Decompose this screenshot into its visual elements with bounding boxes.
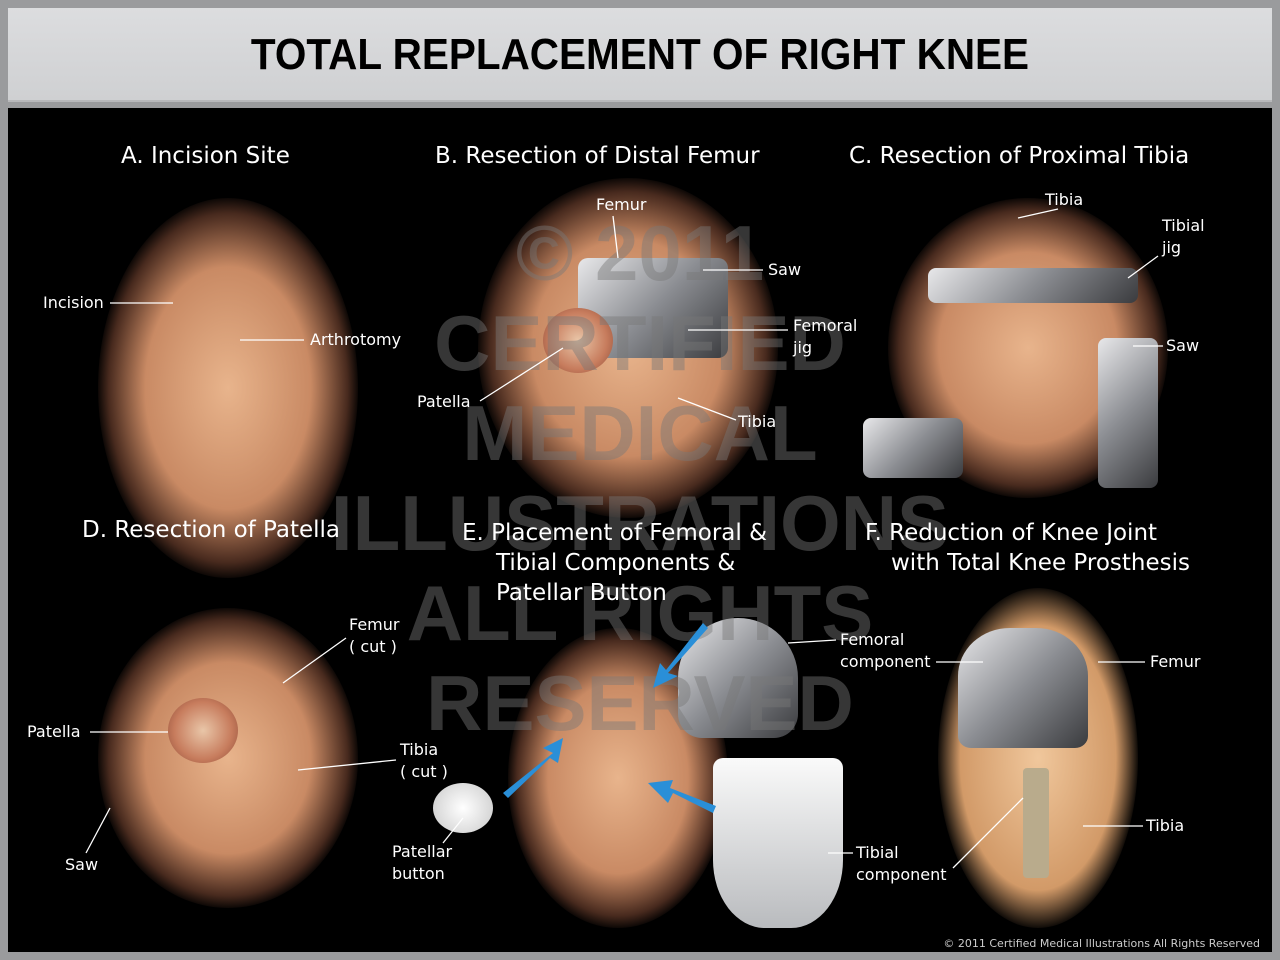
label-femoral-jig: Femoral jig: [793, 315, 857, 359]
label-line: Tibial: [1162, 216, 1205, 235]
prosthesis-femoral-illustration: [958, 628, 1088, 748]
label-femur: Femur: [1150, 652, 1201, 671]
label-saw: Saw: [65, 855, 99, 874]
panel-d-title: D. Resection of Patella: [82, 517, 341, 543]
panel-f-title-line: F. Reduction of Knee Joint: [865, 520, 1158, 546]
label-patella: Patella: [27, 722, 81, 741]
label-line: Femoral: [793, 316, 858, 335]
label-line: Femur: [349, 615, 400, 634]
label-saw: Saw: [1166, 336, 1200, 355]
panel-e-title-line: Patellar Button: [496, 580, 667, 606]
label-femur: Femur: [596, 195, 647, 214]
panel-c-title: C. Resection of Proximal Tibia: [849, 143, 1190, 169]
label-line: Patellar: [392, 842, 453, 861]
panel-b-title: B. Resection of Distal Femur: [435, 143, 760, 169]
label-tibia-cut: Tibia ( cut ): [400, 739, 448, 783]
label-incision: Incision: [43, 293, 104, 312]
placement-arrows: [503, 623, 716, 813]
label-line: Femoral: [840, 630, 905, 649]
label-patella: Patella: [417, 392, 471, 411]
label-tibia: Tibia: [1045, 190, 1084, 209]
illustration-board: © 2011 CERTIFIED MEDICAL ILLUSTRATIONS A…: [8, 108, 1272, 952]
label-line: ( cut ): [349, 637, 397, 656]
label-line: component: [840, 652, 931, 671]
header-banner: TOTAL REPLACEMENT OF RIGHT KNEE: [8, 8, 1272, 102]
copyright-notice: © 2011 Certified Medical Illustrations A…: [943, 937, 1260, 950]
patella-cut-illustration: [168, 698, 238, 763]
label-saw: Saw: [768, 260, 802, 279]
jig-stand-illustration: [863, 418, 963, 478]
panel-e-title-line: E. Placement of Femoral &: [462, 520, 768, 546]
label-tibia: Tibia: [1146, 816, 1185, 835]
label-femur-cut: Femur ( cut ): [349, 614, 399, 658]
label-line: component: [856, 865, 947, 884]
label-tibial-component: Tibial component: [856, 842, 947, 886]
patellar-button-illustration: [433, 783, 493, 833]
label-line: button: [392, 864, 445, 883]
panel-e-title-line: Tibial Components &: [496, 550, 736, 576]
label-arthrotomy: Arthrotomy: [310, 330, 402, 349]
patella-illustration: [543, 308, 613, 373]
illustration-patella-resection: [98, 608, 358, 908]
label-femoral-component: Femoral component: [840, 629, 931, 673]
label-line: jig: [1162, 238, 1182, 257]
tibial-jig-illustration: [928, 268, 1138, 303]
label-tibial-jig: Tibial jig: [1162, 215, 1205, 259]
panel-a-title: A. Incision Site: [121, 143, 290, 169]
label-line: Tibial: [856, 843, 899, 862]
illustration-incision-site: [98, 198, 358, 578]
panel-e-title: E. Placement of Femoral & Tibial Compone…: [462, 518, 767, 608]
label-line: jig: [793, 338, 813, 357]
leader-lines: [85, 208, 1163, 869]
panel-f-title-line: with Total Knee Prosthesis: [891, 550, 1190, 576]
saw-illustration: [1098, 338, 1158, 488]
prosthesis-stem-illustration: [1023, 768, 1049, 878]
page-title: TOTAL REPLACEMENT OF RIGHT KNEE: [250, 30, 1030, 79]
label-patellar-button: Patellar button: [392, 841, 452, 885]
tibial-component-illustration: [713, 758, 843, 928]
label-tibia: Tibia: [738, 412, 777, 431]
label-line: ( cut ): [400, 762, 448, 781]
panel-f-title: F. Reduction of Knee Joint with Total Kn…: [865, 518, 1190, 578]
label-line: Tibia: [400, 740, 439, 759]
